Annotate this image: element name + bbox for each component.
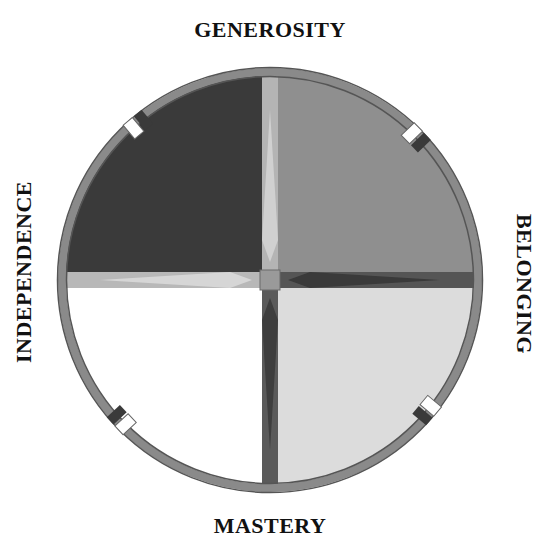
cross-point-down: [262, 298, 278, 450]
wheel-ring-inner: [67, 77, 474, 484]
ring-marker: [123, 110, 153, 139]
direction-label: BELONGING: [513, 214, 535, 354]
wheel-ring-outer: [58, 68, 483, 493]
quadrant-medium: [270, 75, 475, 280]
direction-label: MASTERY: [214, 515, 327, 537]
cross-arm-left: [65, 272, 270, 288]
direction-label: INDEPENDENCE: [13, 181, 35, 363]
ring-marker: [412, 395, 441, 425]
ring-marker: [107, 405, 137, 435]
ring-marker: [401, 123, 431, 153]
quadrant-light: [270, 280, 475, 485]
quadrant-dark: [65, 75, 270, 280]
cross-point-left: [100, 272, 252, 288]
cross-arm-up: [262, 75, 278, 280]
quadrant-white: [65, 280, 270, 485]
cross-point-up: [262, 110, 278, 262]
cross-center: [260, 270, 280, 290]
wheel-ring: [62, 72, 478, 488]
direction-label: GENEROSITY: [194, 19, 346, 41]
cross-point-right: [288, 272, 440, 288]
cross-arm-right: [270, 272, 475, 288]
cross-arm-down: [262, 280, 278, 485]
